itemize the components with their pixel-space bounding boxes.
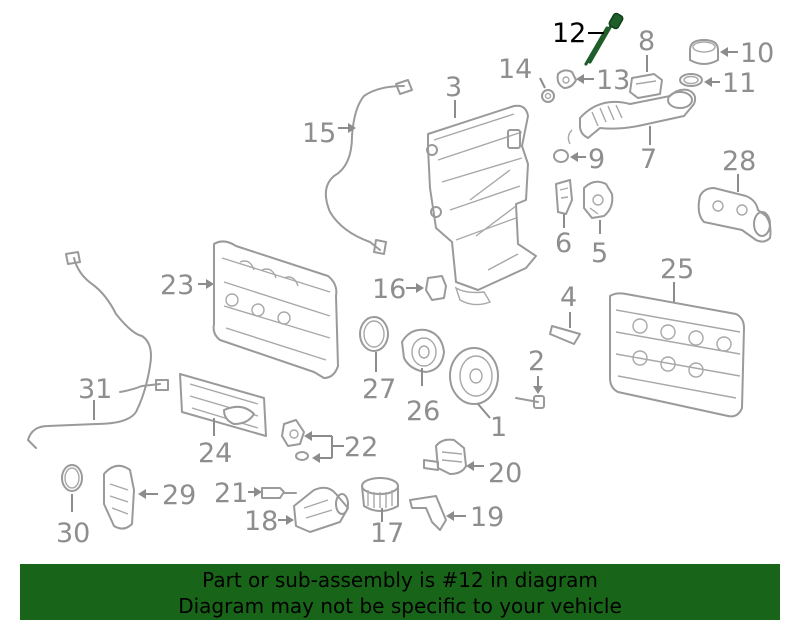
part-12-dipstick[interactable] [584,12,624,66]
callout-1[interactable]: 1 [490,412,507,443]
part-28-housing[interactable] [697,174,772,243]
callout-29[interactable]: 29 [162,480,196,511]
callout-12[interactable]: 12 [552,18,586,49]
part-5-housing[interactable] [583,180,614,234]
callout-6[interactable]: 6 [555,228,572,259]
part-13-fitting[interactable] [556,69,594,89]
callout-5[interactable]: 5 [591,238,608,269]
part-14-washer[interactable] [539,77,555,103]
callout-21[interactable]: 21 [214,478,248,509]
part-22-sensor[interactable] [281,419,344,463]
part-26-pulley[interactable] [401,328,445,386]
part-2-bolt[interactable] [515,376,545,409]
part-29-cover[interactable] [103,464,158,530]
callout-3[interactable]: 3 [445,72,462,103]
callout-10[interactable]: 10 [740,38,774,69]
part-15-hose[interactable] [324,79,413,255]
callout-30[interactable]: 30 [56,518,90,549]
part-1-damper[interactable] [449,347,499,419]
part-7-filler-tube[interactable] [567,88,697,145]
callout-19[interactable]: 19 [470,502,504,533]
part-6-gasket[interactable] [555,179,573,228]
part-10-cap[interactable] [689,39,738,65]
callout-23[interactable]: 23 [160,270,194,301]
part-30-seal-ring[interactable] [61,464,83,512]
callout-16[interactable]: 16 [372,274,406,305]
part-18-pump[interactable] [278,486,349,533]
callout-8[interactable]: 8 [638,26,655,57]
part-27-seal-ring[interactable] [359,316,389,372]
part-24-shield[interactable] [179,373,267,437]
callout-26[interactable]: 26 [406,396,440,427]
part-23-valve-cover[interactable] [198,240,339,379]
callout-15[interactable]: 15 [302,118,336,149]
part-4-bracket[interactable] [549,312,581,345]
callout-28[interactable]: 28 [722,146,756,177]
banner-line-1: Part or sub-assembly is #12 in diagram [202,568,598,592]
part-31-pipe[interactable] [27,251,169,449]
banner-line-2: Diagram may not be specific to your vehi… [178,594,622,618]
callout-9[interactable]: 9 [588,144,605,175]
callout-31[interactable]: 31 [78,374,112,405]
callout-27[interactable]: 27 [362,374,396,405]
part-9-o-ring[interactable] [553,149,586,163]
callout-25[interactable]: 25 [660,254,694,285]
callout-18[interactable]: 18 [244,506,278,537]
callout-2[interactable]: 2 [528,346,545,377]
part-11-seal[interactable] [679,73,720,87]
part-25-valve-cover[interactable] [609,282,745,418]
part-16-elbow[interactable] [406,275,492,306]
part-8-sensor[interactable] [629,55,663,99]
parts-diagram: 12 8 13 14 10 11 7 [27,12,774,549]
part-19-bracket[interactable] [409,495,466,531]
callout-13[interactable]: 13 [596,65,630,96]
info-banner: Part or sub-assembly is #12 in diagram D… [20,564,780,620]
part-17-filter[interactable] [361,477,399,522]
part-3-cover[interactable] [426,100,537,291]
part-21-sensor[interactable] [248,487,297,499]
callout-4[interactable]: 4 [560,282,577,313]
callout-11[interactable]: 11 [722,68,756,99]
callout-24[interactable]: 24 [198,438,232,469]
callout-22[interactable]: 22 [344,432,378,463]
callout-20[interactable]: 20 [488,458,522,489]
callout-17[interactable]: 17 [370,518,404,549]
part-20-housing[interactable] [423,438,484,475]
callout-7[interactable]: 7 [640,144,657,175]
callout-14[interactable]: 14 [498,54,532,85]
